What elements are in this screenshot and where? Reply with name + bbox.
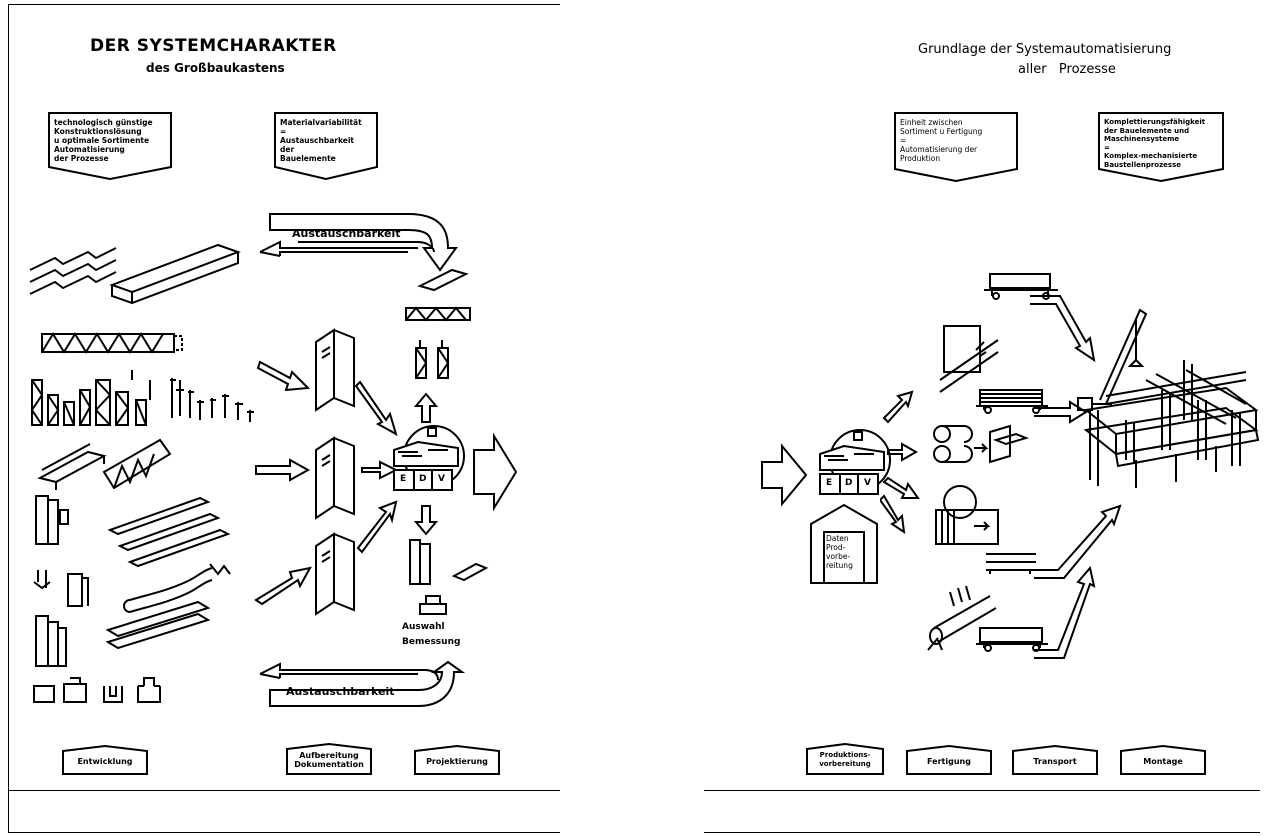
transport-arrows [1030,295,1122,659]
right-top-box-2: Komplettierungsfähigkeit der Bauelemente… [1098,112,1224,182]
selected-elements [409,539,489,615]
selection-label: Auswahl Bemessung [402,622,461,647]
input-arrow [761,443,808,507]
right-bottom-box-transport: Transport [1012,745,1098,775]
right-page-rule-bottom [704,790,1260,791]
documentation-flow [254,328,518,616]
right-top-box-2-text: Komplettierungsfähigkeit der Bauelemente… [1104,118,1206,169]
right-page-title: Grundlage der Systemautomatisierung [918,42,1172,57]
assembly-structure [1077,308,1260,488]
exchange-label-bottom: Austauschbarkeit [286,685,395,698]
exchange-label-top: Austauschbarkeit [292,227,401,240]
edv-letter-d-right: D [845,478,853,488]
edv-computer-right-drawing [819,429,891,495]
left-page-border-left [8,4,9,832]
right-bottom-box-montage: Montage [1120,745,1206,775]
edv-letter-e-left: E [400,474,407,484]
left-bottom-box-projektierung-text: Projektierung [426,757,488,766]
exchange-arrow-top [259,213,458,272]
edv-letter-v-right: V [864,478,871,488]
building-elements-catalog [29,243,254,703]
right-elements-top [405,268,471,379]
data-preparation-box: Daten Prod- vorbe- reitung [810,504,878,584]
left-top-box-2-text: Materialvariabilität = Austauschbarkeit … [280,118,362,163]
right-page-rule-foot [704,832,1260,833]
edv-computer-left-drawing [393,425,465,491]
edv-letter-d-left: D [419,474,427,484]
right-top-box-1: Einheit zwischen Sortiment u Fertigung =… [894,112,1018,182]
right-top-box-1-text: Einheit zwischen Sortiment u Fertigung =… [900,118,983,163]
exchange-arrow-bottom [259,660,466,707]
right-bottom-box-produktionsvorbereitung: Produktions- vorbereitung [806,743,884,775]
left-top-box-2: Materialvariabilität = Austauschbarkeit … [274,112,378,180]
left-page-title: DER SYSTEMCHARAKTER [90,36,337,56]
left-bottom-box-projektierung: Projektierung [414,745,500,775]
left-bottom-box-aufbereitung: Aufbereitung Dokumentation [286,743,372,775]
right-bottom-box-montage-text: Montage [1143,757,1183,766]
left-top-box-1-text: technologisch günstige Konstruktionslösu… [54,118,153,163]
left-top-box-1: technologisch günstige Konstruktionslösu… [48,112,172,180]
left-page-rule-top [8,4,560,5]
edv-letter-e-right: E [826,478,833,488]
left-bottom-box-entwicklung: Entwicklung [62,745,148,775]
right-bottom-box-transport-text: Transport [1033,757,1077,766]
left-bottom-box-entwicklung-text: Entwicklung [77,757,133,766]
left-bottom-box-aufbereitung-text: Aufbereitung Dokumentation [294,751,364,769]
right-bottom-box-fertigung: Fertigung [906,745,992,775]
right-page-subtitle: aller Prozesse [1018,62,1116,77]
edv-letter-v-left: V [438,474,445,484]
left-page-rule-foot [8,832,560,833]
left-page-subtitle: des Großbaukastens [146,61,285,75]
right-bottom-box-produktionsvorbereitung-text: Produktions- vorbereitung [819,751,871,768]
left-page-rule-bottom [8,790,560,791]
right-bottom-box-fertigung-text: Fertigung [927,757,971,766]
data-preparation-text: Daten Prod- vorbe- reitung [826,534,853,570]
